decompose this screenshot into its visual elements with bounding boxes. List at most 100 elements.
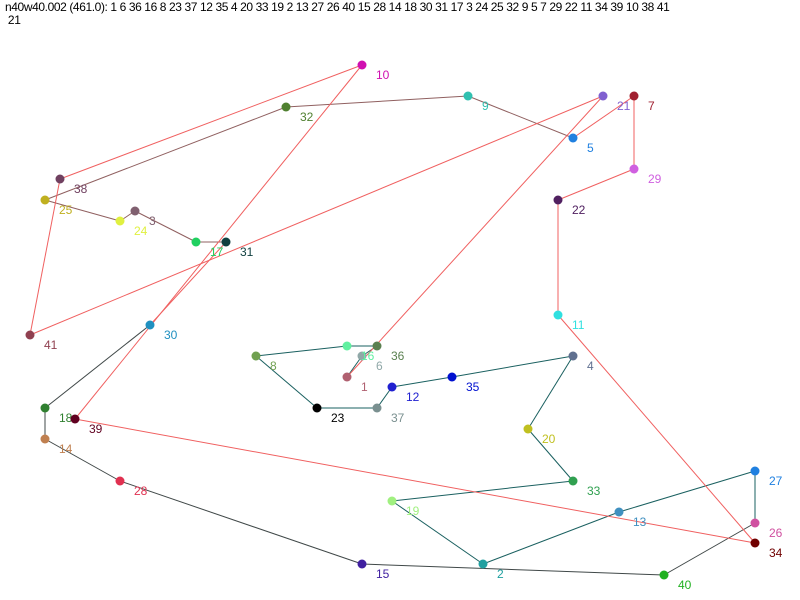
city-node-22	[553, 195, 563, 205]
tour-edge-19-2	[391, 500, 484, 565]
city-node-3	[130, 206, 140, 216]
tour-edge-20-33	[527, 428, 574, 482]
city-node-28	[115, 476, 125, 486]
city-node-21	[598, 91, 608, 101]
city-node-32	[281, 102, 291, 112]
tour-edge-16-8	[255, 345, 348, 357]
tour-edge-5-7	[572, 95, 635, 139]
city-node-23	[312, 403, 322, 413]
tour-edge-21-1	[346, 95, 604, 378]
city-label-28: 28	[134, 484, 148, 498]
tour-edge-33-19	[391, 480, 574, 502]
city-node-9	[463, 91, 473, 101]
tour-edge-12-35	[391, 376, 453, 388]
city-node-37	[372, 403, 382, 413]
city-label-21: 21	[617, 99, 631, 113]
city-label-35: 35	[466, 380, 480, 394]
city-node-26	[750, 518, 760, 528]
city-label-29: 29	[648, 172, 662, 186]
tour-edge-10-38	[59, 64, 363, 180]
city-label-32: 32	[300, 110, 314, 124]
tour-edge-25-32	[44, 106, 287, 201]
city-label-1: 1	[361, 380, 368, 394]
city-label-9: 9	[482, 99, 489, 113]
tour-edge-11-34	[557, 314, 756, 544]
city-label-5: 5	[587, 141, 594, 155]
city-label-34: 34	[769, 546, 783, 560]
city-label-33: 33	[587, 484, 601, 498]
city-label-22: 22	[572, 203, 586, 217]
tour-edge-40-15	[361, 563, 665, 576]
city-label-11: 11	[572, 318, 585, 332]
city-label-3: 3	[149, 214, 156, 228]
city-label-26: 26	[769, 526, 783, 540]
city-label-23: 23	[331, 411, 345, 425]
city-label-36: 36	[391, 349, 405, 363]
city-node-18	[40, 403, 50, 413]
tour-edge-9-5	[467, 95, 574, 139]
city-label-16: 16	[361, 349, 375, 363]
tour-edge-41-21	[29, 95, 604, 336]
tour-edge-35-4	[451, 355, 574, 378]
city-label-7: 7	[648, 99, 655, 113]
city-node-36	[372, 341, 382, 351]
city-node-19	[387, 496, 397, 506]
city-node-4	[568, 351, 578, 361]
tour-edge-28-14	[44, 438, 121, 482]
tour-title-line2: 21	[5, 13, 21, 27]
city-node-25	[40, 195, 50, 205]
tour-nodes: 1234567891011121314151617181920212223242…	[25, 60, 783, 592]
tour-edge-32-9	[285, 95, 469, 108]
city-label-38: 38	[74, 182, 88, 196]
city-label-15: 15	[376, 567, 390, 581]
tour-edge-18-30	[44, 324, 151, 409]
city-node-40	[659, 570, 669, 580]
city-node-30	[145, 320, 155, 330]
city-label-19: 19	[406, 504, 420, 518]
city-node-29	[629, 164, 639, 174]
tour-edge-17-3	[134, 210, 197, 243]
city-node-12	[387, 382, 397, 392]
city-node-13	[614, 507, 624, 517]
city-node-11	[553, 310, 563, 320]
tour-edge-2-13	[482, 511, 620, 565]
city-label-8: 8	[270, 359, 277, 373]
city-node-10	[357, 60, 367, 70]
city-node-38	[55, 174, 65, 184]
city-node-7	[629, 91, 639, 101]
tour-edge-4-20	[527, 355, 574, 430]
city-node-35	[447, 372, 457, 382]
tour-edge-13-27	[618, 470, 756, 513]
city-label-10: 10	[376, 68, 390, 82]
tour-edge-34-39	[74, 418, 756, 544]
city-label-13: 13	[633, 515, 647, 529]
tour-title-line1: n40w40.002 (461.0): 1 6 36 16 8 23 37 12…	[5, 0, 670, 14]
city-label-39: 39	[89, 422, 103, 436]
tour-edge-8-23	[255, 355, 318, 409]
city-node-20	[523, 424, 533, 434]
city-label-24: 24	[134, 224, 148, 238]
city-label-40: 40	[678, 578, 692, 592]
city-label-25: 25	[59, 203, 73, 217]
city-node-24	[115, 216, 125, 226]
city-label-2: 2	[497, 567, 504, 581]
city-node-8	[251, 351, 261, 361]
city-label-12: 12	[406, 390, 420, 404]
city-node-33	[568, 476, 578, 486]
city-label-18: 18	[59, 411, 73, 425]
city-node-27	[750, 466, 760, 476]
city-node-1	[342, 372, 352, 382]
city-node-14	[40, 434, 50, 444]
city-node-17	[191, 237, 201, 247]
city-node-34	[750, 538, 760, 548]
city-node-5	[568, 133, 578, 143]
tour-title: n40w40.002 (461.0): 1 6 36 16 8 23 37 12…	[5, 0, 670, 27]
city-label-20: 20	[542, 432, 556, 446]
city-label-31: 31	[240, 245, 254, 259]
city-node-39	[70, 414, 80, 424]
city-node-16	[342, 341, 352, 351]
city-label-30: 30	[164, 328, 178, 342]
city-node-31	[221, 237, 231, 247]
city-label-17: 17	[210, 245, 224, 259]
